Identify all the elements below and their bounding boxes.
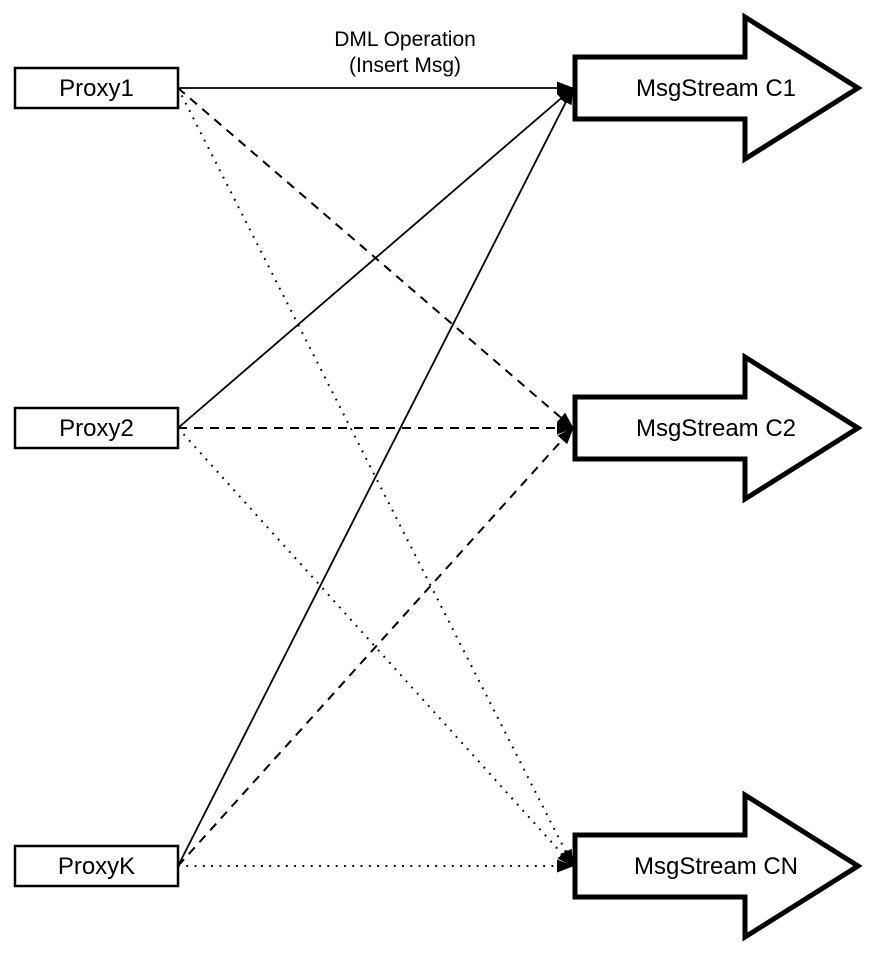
proxy-box-proxyK — [13, 844, 180, 888]
proxy-label-proxyK: ProxyK — [58, 853, 135, 880]
proxy-label-proxy1: Proxy1 — [59, 75, 134, 102]
edge-proxy2-to-c1 — [177, 87, 574, 429]
proxy-box-proxy2 — [13, 406, 180, 450]
edges-layer — [177, 81, 574, 873]
diagram-title-line2: (Insert Msg) — [349, 54, 461, 77]
diagram-title-line1: DML Operation — [334, 28, 476, 51]
edge-proxyK-to-c2 — [177, 427, 574, 867]
stream-arrow-c1 — [572, 12, 863, 164]
proxy-label-proxy2: Proxy2 — [59, 415, 134, 442]
stream-label-c2: MsgStream C2 — [636, 415, 796, 442]
stream-label-cn: MsgStream CN — [634, 853, 798, 880]
stream-arrow-c2 — [572, 352, 863, 504]
stream-label-c1: MsgStream C1 — [636, 75, 796, 102]
edge-proxyK-to-c1 — [177, 87, 574, 867]
proxy-box-proxy1 — [13, 66, 180, 110]
stream-arrow-cn — [572, 790, 863, 942]
